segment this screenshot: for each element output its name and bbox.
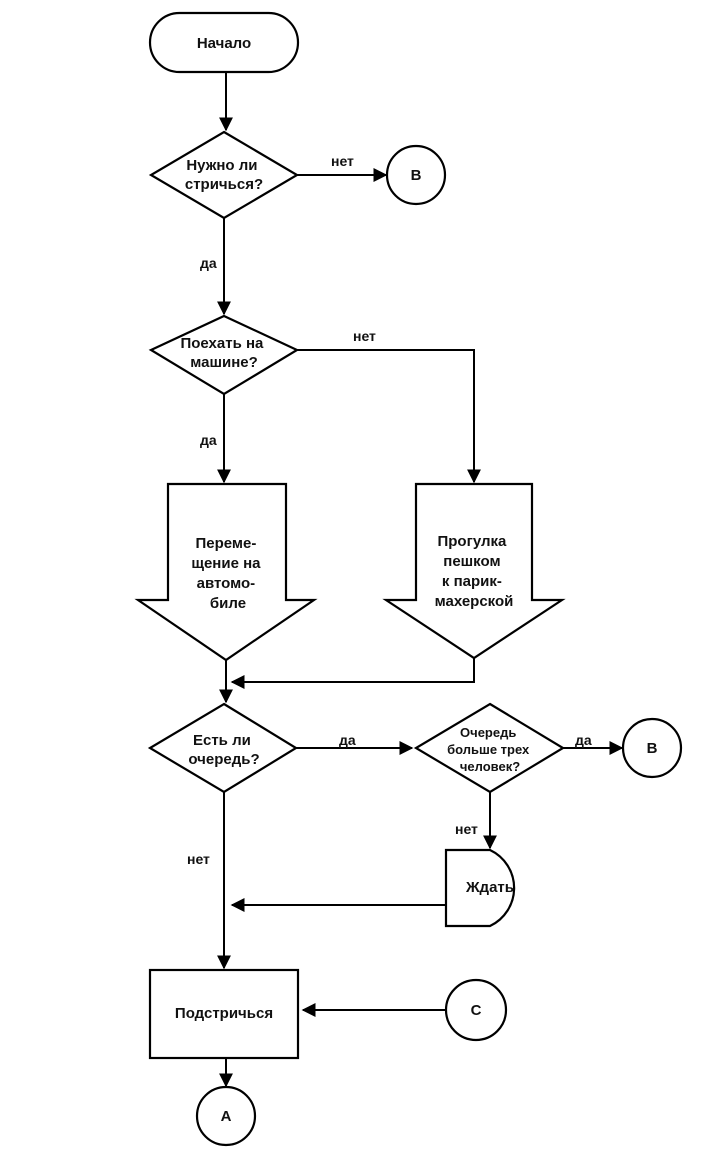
connector-b-mid [621,717,683,779]
connector-c-label: С [471,1002,482,1019]
decision-go-by-car-label: Поехать на машине? [180,335,267,371]
connector-a-label: А [221,1108,232,1125]
decision-need-haircut [148,130,300,220]
start-terminator [148,11,300,74]
edge-walk-merge [230,658,475,689]
process-get-haircut [148,968,300,1060]
connector-c [444,978,508,1042]
connector-b-mid-label: В [647,740,658,757]
process-move-by-car [134,482,318,662]
delay-wait-label: Ждать [465,879,514,896]
edge-label-queue-big-no: нет [455,821,478,837]
decision-is-queue-label: Есть ли очередь? [188,732,259,768]
connector-b-top-label: В [411,167,422,184]
connector-a [195,1085,257,1147]
edge-label-queue-big-yes: да [575,732,592,748]
edge-label-car-no: нет [353,328,376,344]
decision-go-by-car [148,314,300,396]
edge-q-car-no [297,349,481,484]
edge-label-car-yes: да [200,432,217,448]
edge-label-queue-no: нет [187,851,210,867]
connector-b-top [385,144,447,206]
process-get-haircut-label: Подстричься [175,1005,273,1022]
start-label: Начало [197,35,251,52]
edge-label-haircut-no: нет [331,153,354,169]
decision-queue-over-three-label: Очередь больше трех человек? [447,725,533,774]
process-walk-to-salon [382,482,566,660]
process-move-by-car-label: Переме- щение на автомо- биле [191,535,264,612]
process-walk-to-salon-label: Прогулка пешком к парик- махерской [435,533,514,610]
edge-label-haircut-yes: да [200,255,217,271]
decision-is-queue [147,702,299,794]
delay-wait [444,848,516,928]
decision-need-haircut-label: Нужно ли стричься? [185,157,263,193]
edge-label-queue-yes: да [339,732,356,748]
decision-queue-over-three [413,702,566,794]
